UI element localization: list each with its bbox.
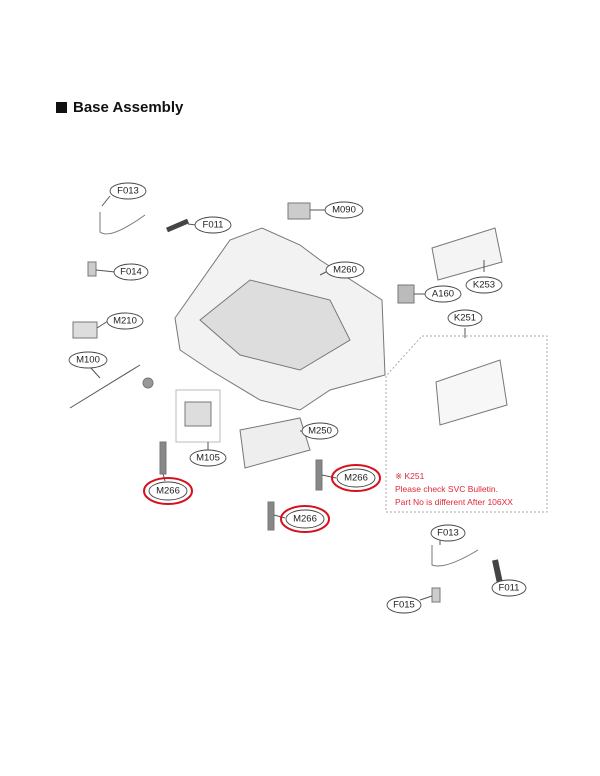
svg-text:M100: M100 <box>76 355 100 366</box>
svg-text:M210: M210 <box>113 316 137 327</box>
svg-text:F014: F014 <box>120 267 142 278</box>
svg-text:F013: F013 <box>117 186 139 197</box>
label-f015: F015 <box>386 596 422 614</box>
svg-text:K253: K253 <box>473 280 495 291</box>
label-f011: F011 <box>194 216 232 234</box>
label-m090: M090 <box>324 201 364 219</box>
svg-text:M266: M266 <box>156 486 180 497</box>
svg-text:M260: M260 <box>333 265 357 276</box>
svg-text:M090: M090 <box>332 205 356 216</box>
k251-service-note: ※ K251 Please check SVC Bulletin. Part N… <box>395 470 513 509</box>
svg-text:M266: M266 <box>344 473 368 484</box>
svg-text:F013: F013 <box>437 528 459 539</box>
label-k253: K253 <box>465 276 503 294</box>
svg-text:M266: M266 <box>293 514 317 525</box>
label-f014: F014 <box>113 263 149 281</box>
a160-part <box>397 284 415 304</box>
svg-text:A160: A160 <box>432 289 454 300</box>
svg-text:M250: M250 <box>308 426 332 437</box>
svg-text:K251: K251 <box>454 313 476 324</box>
label-k251: K251 <box>447 309 483 327</box>
k253-part <box>431 227 503 281</box>
label-f011-lower: F011 <box>491 579 527 597</box>
section-title: Base Assembly <box>56 99 183 116</box>
label-f013: F013 <box>109 182 147 200</box>
svg-text:F015: F015 <box>393 600 415 611</box>
k251-board-part <box>435 359 508 426</box>
svg-text:M105: M105 <box>196 453 220 464</box>
label-m210: M210 <box>106 312 144 330</box>
svg-text:F011: F011 <box>203 220 224 231</box>
label-m266-left: M266 <box>143 477 193 505</box>
label-m105: M105 <box>189 449 227 467</box>
note-line-1: ※ K251 <box>395 471 425 481</box>
label-m100: M100 <box>68 351 108 369</box>
svg-text:F011: F011 <box>499 583 520 594</box>
label-m266-right: M266 <box>331 464 381 492</box>
note-line-3: Part No is different After 106XX <box>395 497 513 507</box>
square-bullet-icon <box>56 102 67 113</box>
label-m250: M250 <box>301 422 339 440</box>
f011-part <box>166 218 189 233</box>
label-m260: M260 <box>325 261 365 279</box>
label-f013-lower: F013 <box>430 524 466 542</box>
section-title-text: Base Assembly <box>73 99 184 116</box>
k251-service-region <box>385 335 548 513</box>
m090-part <box>287 202 311 220</box>
label-a160: A160 <box>424 285 462 303</box>
note-line-2: Please check SVC Bulletin. <box>395 484 498 494</box>
label-m266-center: M266 <box>280 505 330 533</box>
